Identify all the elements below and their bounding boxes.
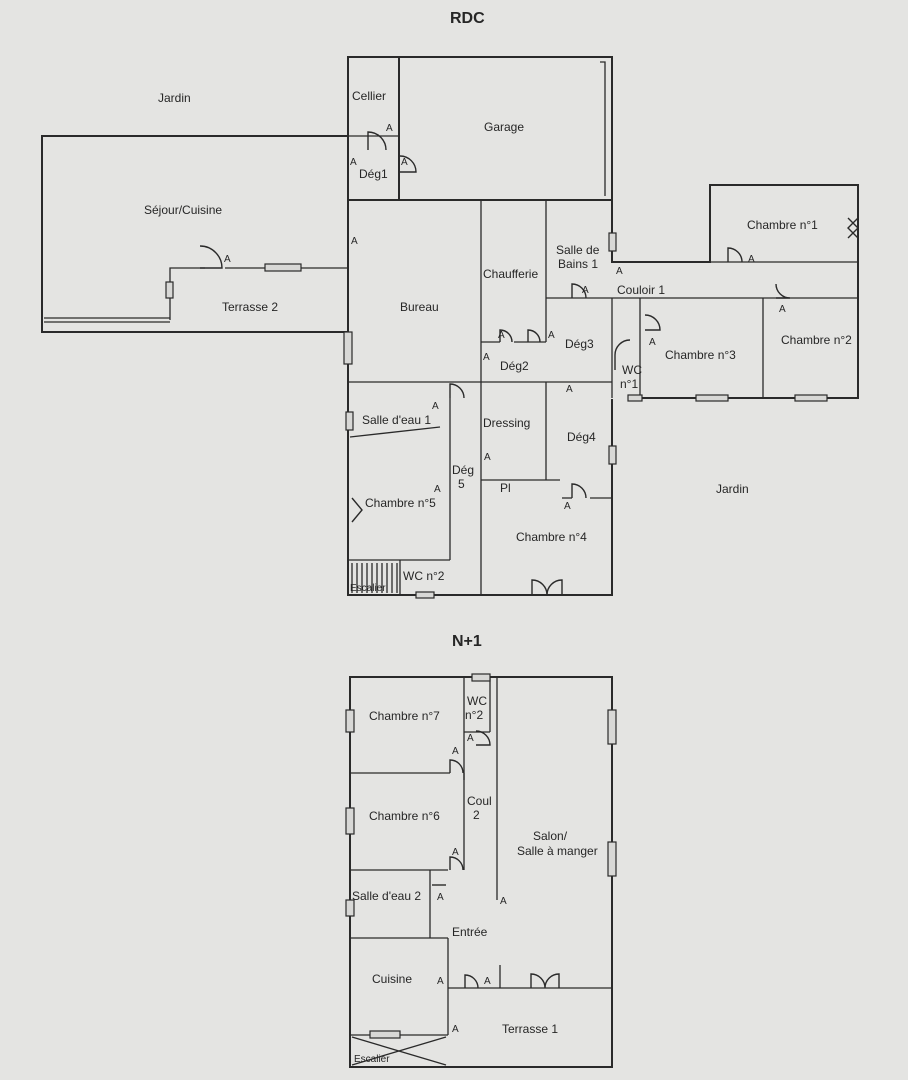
- room-couloir-2-line2: 2: [473, 808, 480, 822]
- svg-text:A: A: [484, 976, 491, 987]
- room-chambre-5: Chambre n°5: [365, 496, 436, 510]
- svg-text:A: A: [467, 733, 474, 744]
- svg-text:A: A: [483, 352, 490, 363]
- svg-text:A: A: [548, 330, 555, 341]
- rdc-walls: [41, 56, 859, 596]
- room-sejour-cuisine: Séjour/Cuisine: [144, 203, 222, 217]
- room-chambre-7: Chambre n°7: [369, 709, 440, 723]
- rdc-doors: [199, 131, 859, 596]
- svg-text:A: A: [649, 337, 656, 348]
- rdc-title: RDC: [450, 10, 485, 27]
- room-wc1-line2: n°1: [620, 377, 638, 391]
- svg-text:A: A: [748, 254, 755, 265]
- room-sdb1-line1: Salle de: [556, 243, 600, 257]
- room-deg2: Dég2: [500, 359, 529, 373]
- room-deg5-line1: Dég: [452, 463, 474, 477]
- svg-text:A: A: [779, 304, 786, 315]
- svg-text:A: A: [452, 746, 459, 757]
- room-couloir-2-line1: Coul: [467, 794, 492, 808]
- n1-room-labels: Chambre n°7 WC n°2 Chambre n°6 Coul 2 Sa…: [352, 694, 598, 1065]
- room-couloir-1: Couloir 1: [617, 283, 665, 297]
- svg-text:A: A: [434, 484, 441, 495]
- n1-doors: [432, 730, 560, 989]
- rdc-door-markers: A A A A A A A A A A A A A A A A A A: [224, 123, 786, 512]
- room-terrasse-1: Terrasse 1: [502, 1022, 558, 1036]
- room-chambre-1: Chambre n°1: [747, 218, 818, 232]
- svg-text:A: A: [564, 501, 571, 512]
- svg-text:A: A: [500, 896, 507, 907]
- rdc-windows: [165, 232, 828, 599]
- room-bureau: Bureau: [400, 300, 439, 314]
- room-deg3: Dég3: [565, 337, 594, 351]
- room-entree: Entrée: [452, 925, 488, 939]
- room-salle-eau-1: Salle d'eau 1: [362, 413, 431, 427]
- room-sdb1-line2: Bains 1: [558, 257, 598, 271]
- room-salon-line2: Salle à manger: [517, 844, 598, 858]
- svg-text:A: A: [437, 892, 444, 903]
- room-chambre-6: Chambre n°6: [369, 809, 440, 823]
- n1-walls: [349, 676, 613, 1068]
- room-deg1: Dég1: [359, 167, 388, 181]
- room-placard: Pl: [500, 481, 511, 495]
- svg-text:A: A: [437, 976, 444, 987]
- svg-text:A: A: [350, 157, 357, 168]
- room-wc2: WC n°2: [403, 569, 445, 583]
- svg-text:A: A: [224, 254, 231, 265]
- room-cellier: Cellier: [352, 89, 386, 103]
- svg-text:A: A: [452, 1024, 459, 1035]
- room-terrasse-2: Terrasse 2: [222, 300, 278, 314]
- room-chambre-2: Chambre n°2: [781, 333, 852, 347]
- svg-text:A: A: [616, 266, 623, 277]
- room-chambre-4: Chambre n°4: [516, 530, 587, 544]
- room-jardin-nw: Jardin: [158, 91, 191, 105]
- svg-text:A: A: [452, 847, 459, 858]
- room-deg4: Dég4: [567, 430, 596, 444]
- svg-text:A: A: [351, 236, 358, 247]
- room-wc-n1-line2: n°2: [465, 708, 483, 722]
- svg-text:A: A: [432, 401, 439, 412]
- room-wc-n1-line1: WC: [467, 694, 487, 708]
- rdc-room-labels: Jardin Cellier Garage Dég1 Séjour/Cuisin…: [144, 89, 852, 594]
- room-salon-line1: Salon/: [533, 829, 568, 843]
- room-chaufferie: Chaufferie: [483, 267, 538, 281]
- room-jardin-e: Jardin: [716, 482, 749, 496]
- room-salle-eau-2: Salle d'eau 2: [352, 889, 421, 903]
- svg-text:A: A: [582, 285, 589, 296]
- svg-text:A: A: [566, 384, 573, 395]
- svg-text:A: A: [401, 157, 408, 168]
- room-dressing: Dressing: [483, 416, 530, 430]
- room-escalier-rdc: Escalier: [350, 583, 386, 594]
- room-chambre-3: Chambre n°3: [665, 348, 736, 362]
- svg-text:A: A: [484, 452, 491, 463]
- room-deg5-line2: 5: [458, 477, 465, 491]
- room-escalier-n1: Escalier: [354, 1054, 390, 1065]
- room-cuisine: Cuisine: [372, 972, 412, 986]
- room-garage: Garage: [484, 120, 524, 134]
- n1-door-markers: A A A A A A A A: [437, 733, 507, 1035]
- svg-text:A: A: [386, 123, 393, 134]
- room-wc1-line1: WC: [622, 363, 642, 377]
- n1-windows: [345, 673, 617, 1039]
- svg-text:A: A: [498, 330, 505, 341]
- n1-title: N+1: [452, 633, 482, 650]
